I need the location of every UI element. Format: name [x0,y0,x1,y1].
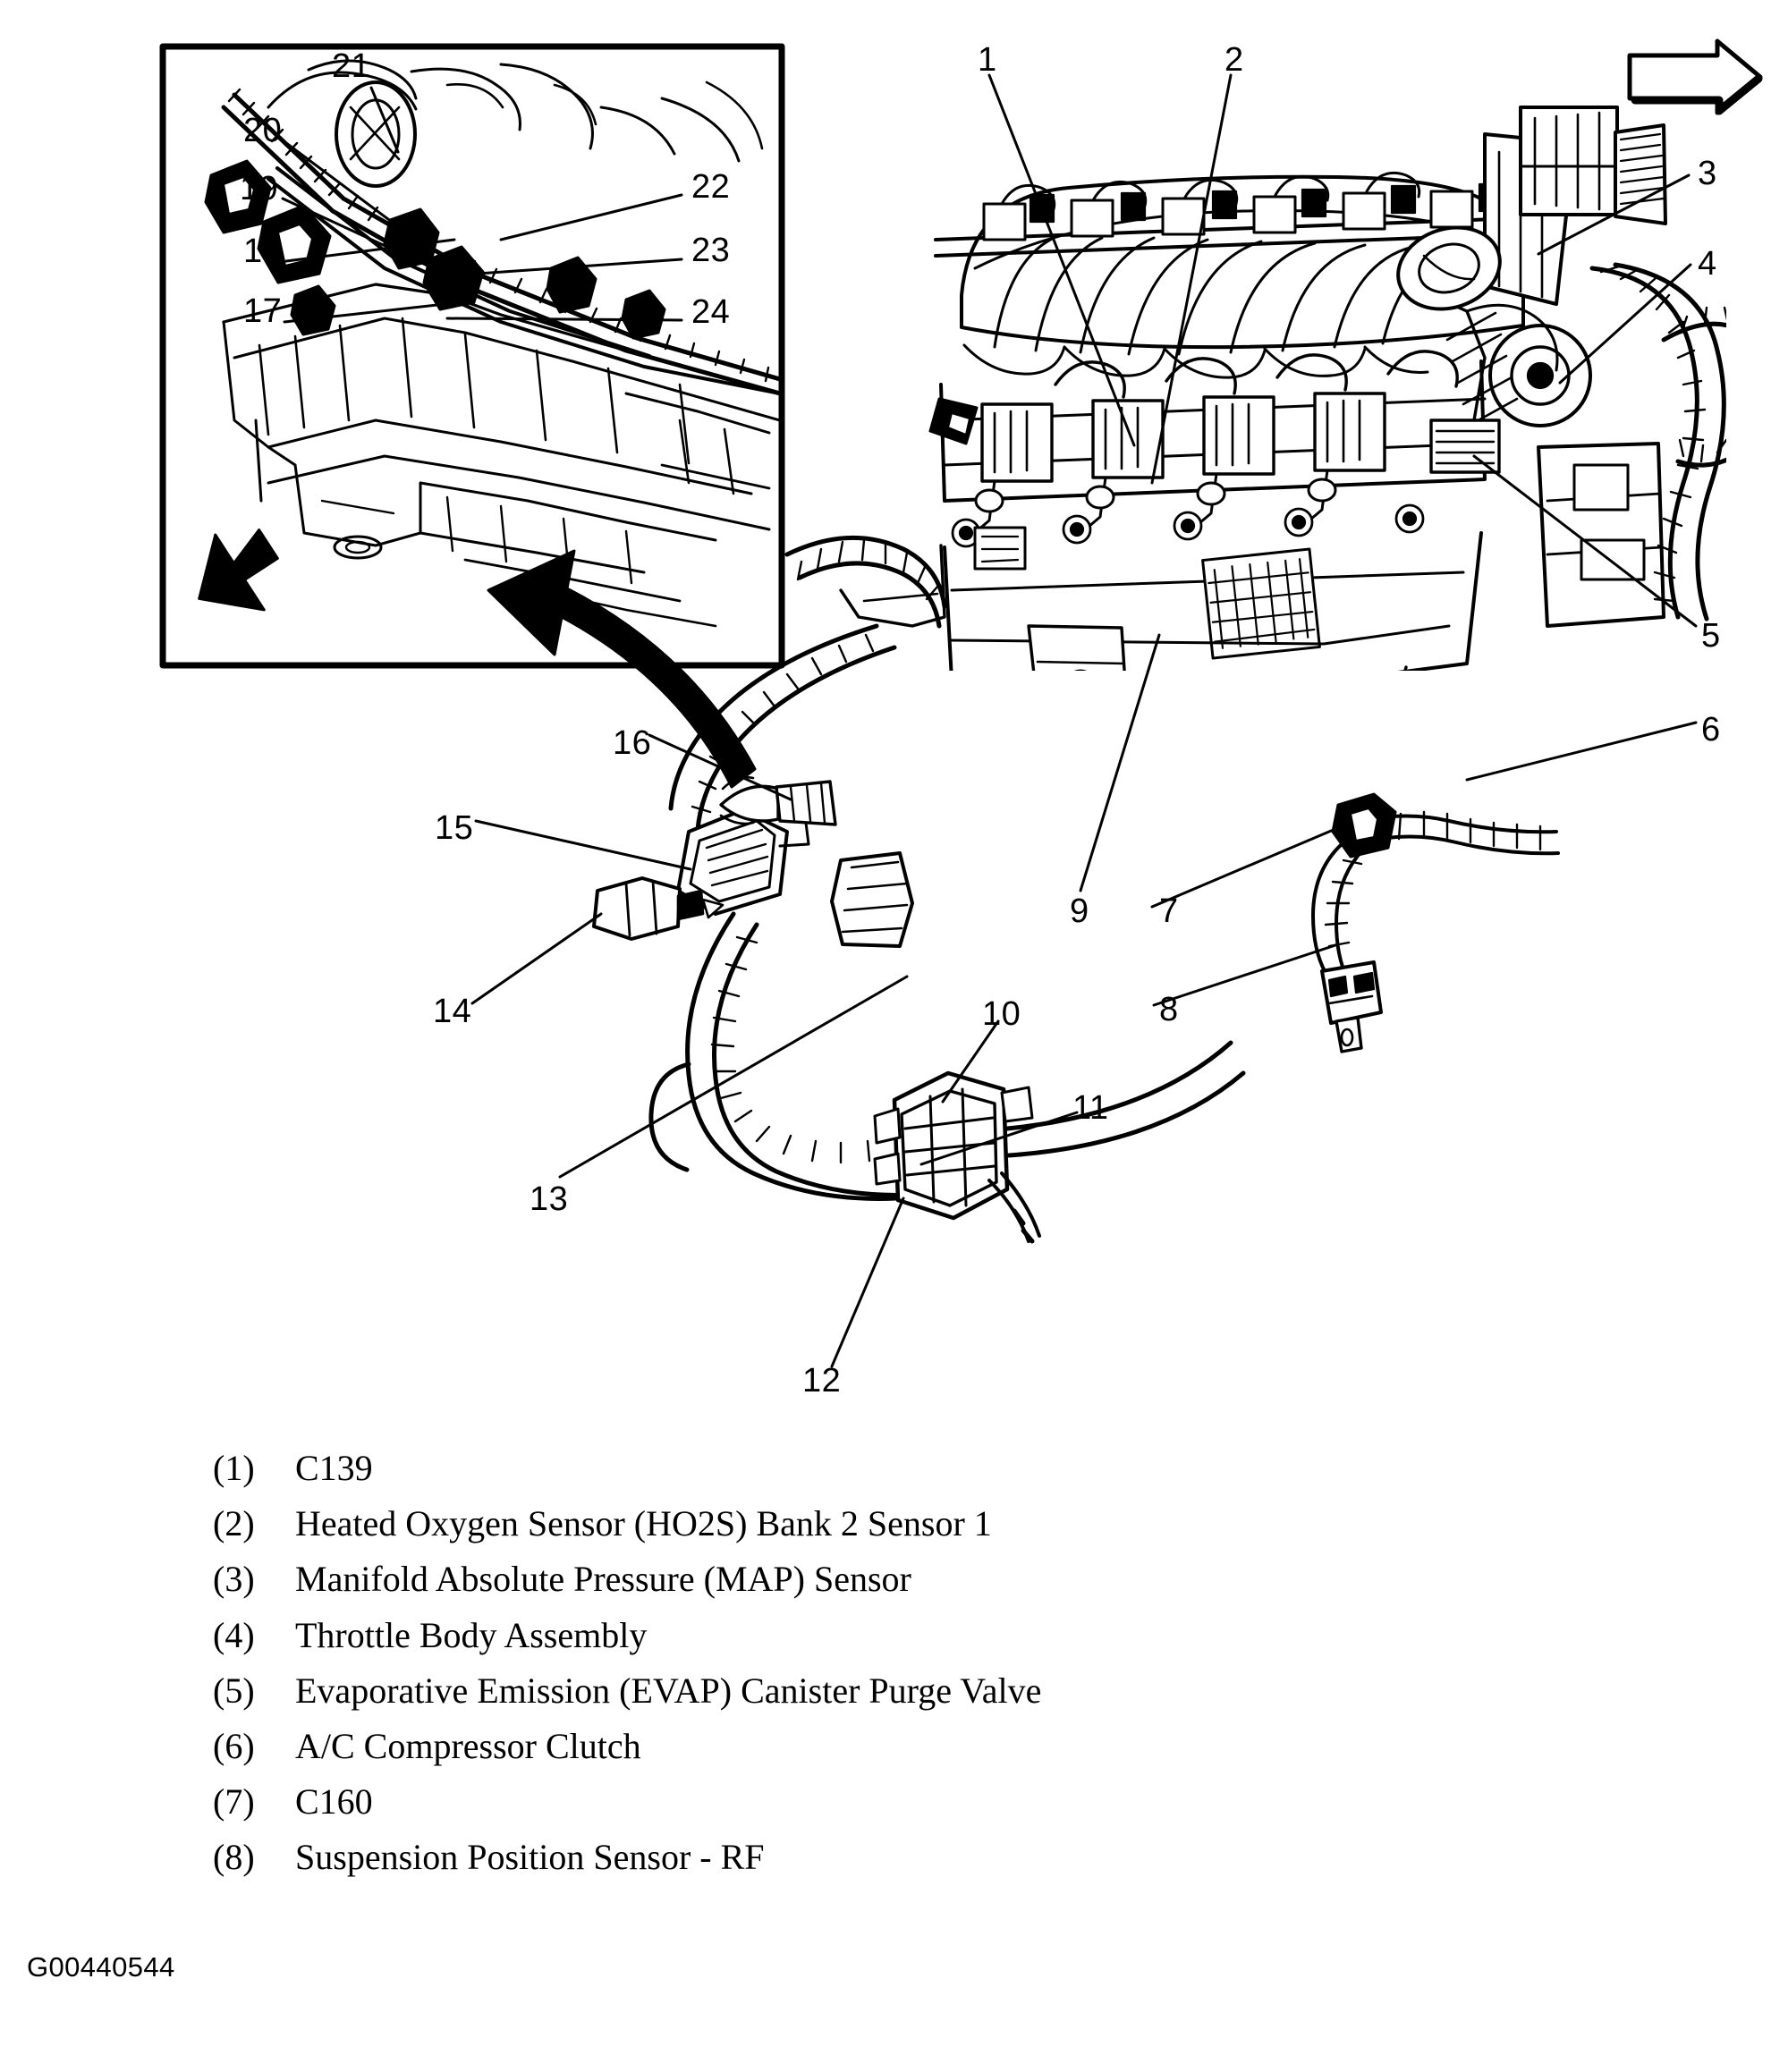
legend-label: Throttle Body Assembly [295,1614,648,1655]
callout-20: 20 [243,112,283,149]
callout-6: 6 [1701,711,1721,748]
callout-4: 4 [1698,245,1717,283]
legend-number: (6) [213,1725,255,1766]
callout-14: 14 [433,993,472,1030]
component-legend: (1) C139 (2) Heated Oxygen Sensor (HO2S)… [213,1447,1555,1892]
callout-10: 10 [982,995,1021,1033]
callout-12: 12 [802,1362,842,1400]
callout-15: 15 [435,809,474,847]
callout-3: 3 [1698,155,1717,192]
legend-item: (8) Suspension Position Sensor - RF [213,1836,1555,1878]
callout-13: 13 [530,1180,569,1218]
callout-18: 18 [243,233,283,270]
legend-number: (3) [213,1559,255,1600]
legend-item: (7) C160 [213,1780,1555,1823]
figure-artwork [159,38,1763,1368]
callout-22: 22 [691,168,731,206]
legend-label: Manifold Absolute Pressure (MAP) Sensor [295,1559,911,1600]
legend-number: (2) [213,1503,255,1544]
callout-21: 21 [332,47,371,85]
legend-label: Heated Oxygen Sensor (HO2S) Bank 2 Senso… [295,1503,992,1544]
legend-number: (1) [213,1448,255,1488]
legend-number: (4) [213,1614,255,1655]
legend-label: Evaporative Emission (EVAP) Canister Pur… [295,1670,1042,1711]
engine-component-figure: 21 20 19 18 17 22 23 24 1 2 3 4 5 6 7 8 … [159,38,1763,1400]
figure-id-code: G00440544 [27,1951,175,1983]
callout-19: 19 [240,170,279,207]
legend-number: (7) [213,1781,255,1823]
callout-9: 9 [1070,892,1089,930]
legend-label: Suspension Position Sensor - RF [295,1837,765,1878]
legend-label: C139 [295,1448,373,1488]
legend-item: (4) Throttle Body Assembly [213,1614,1555,1656]
callout-5: 5 [1701,617,1721,655]
legend-label: A/C Compressor Clutch [295,1725,641,1766]
legend-label: C160 [295,1781,373,1823]
legend-item: (3) Manifold Absolute Pressure (MAP) Sen… [213,1558,1555,1600]
legend-number: (8) [213,1837,255,1878]
callout-7: 7 [1159,892,1179,930]
legend-number: (5) [213,1670,255,1711]
callout-1: 1 [978,41,997,79]
callout-16: 16 [613,724,652,762]
legend-item: (6) A/C Compressor Clutch [213,1725,1555,1767]
callout-2: 2 [1224,41,1244,79]
callout-17: 17 [243,292,283,330]
callout-11: 11 [1072,1089,1109,1127]
legend-item: (1) C139 [213,1447,1555,1489]
legend-item: (5) Evaporative Emission (EVAP) Canister… [213,1670,1555,1712]
callout-24: 24 [691,293,731,331]
callout-23: 23 [691,232,731,269]
callout-8: 8 [1159,991,1179,1028]
legend-item: (2) Heated Oxygen Sensor (HO2S) Bank 2 S… [213,1502,1555,1544]
